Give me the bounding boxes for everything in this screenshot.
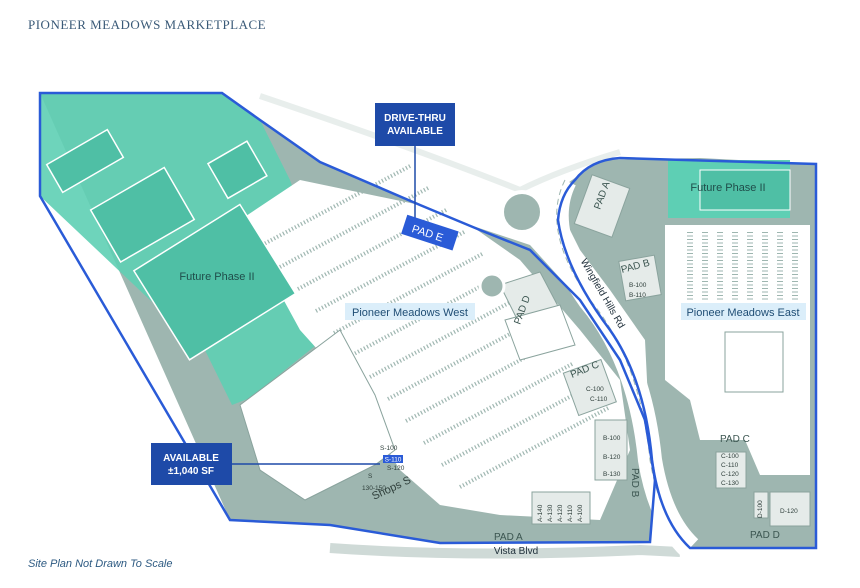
unit-c110: C-110 xyxy=(590,396,608,403)
unit-s110: S-110 xyxy=(385,457,402,464)
roundabout xyxy=(500,190,544,234)
unit-ec130: C-130 xyxy=(721,480,739,487)
available-line2: ±1,040 SF xyxy=(168,466,214,477)
future-phase-east-label: Future Phase II xyxy=(690,182,765,194)
east-area-label: Pioneer Meadows East xyxy=(686,307,799,319)
unit-a100: A-100 xyxy=(577,504,584,522)
unit-b100: B-100 xyxy=(603,435,621,442)
unit-ec100: C-100 xyxy=(721,453,739,460)
west-pad-buildings xyxy=(499,271,628,525)
east-anchor-building xyxy=(724,331,784,393)
west-area-label: Pioneer Meadows West xyxy=(352,307,468,319)
unit-d120: D-120 xyxy=(780,508,798,515)
unit-b120: B-120 xyxy=(603,454,621,461)
unit-b110-north: B-110 xyxy=(629,292,646,299)
east-site-boundary xyxy=(556,156,818,550)
anchor-building xyxy=(239,329,396,501)
unit-s100: S-100 xyxy=(380,445,398,452)
future-phase-west-label: Future Phase II xyxy=(179,271,254,283)
unit-ec110: C-110 xyxy=(721,462,739,469)
pad-b-west-label: PAD B xyxy=(629,468,640,498)
west-parking-field xyxy=(240,180,630,520)
drive-thru-line1: DRIVE-THRU xyxy=(384,113,446,124)
unit-s-short: S xyxy=(368,473,373,480)
east-parking-stalls xyxy=(687,232,798,300)
west-area-label-bg xyxy=(345,303,475,320)
unit-s110-highlight[interactable] xyxy=(383,455,403,463)
west-site-boundary xyxy=(38,91,657,545)
pad-a-south-label: PAD A xyxy=(494,532,523,543)
drive-thru-callout[interactable] xyxy=(375,103,455,146)
east-pad-d-building xyxy=(769,491,811,527)
unit-a120: A-120 xyxy=(557,504,564,522)
unit-c100: C-100 xyxy=(586,386,604,393)
page-title: PIONEER MEADOWS MARKETPLACE xyxy=(28,17,267,32)
vista-blvd-label: Vista Blvd xyxy=(494,546,538,557)
unit-s120: S-120 xyxy=(387,465,405,472)
vista-blvd xyxy=(329,543,681,559)
unit-b130: B-130 xyxy=(603,471,621,478)
scale-note: Site Plan Not Drawn To Scale xyxy=(28,558,173,570)
east-pad-c-building xyxy=(715,451,747,489)
east-pad-b-building xyxy=(618,254,662,302)
available-callout[interactable] xyxy=(151,443,232,485)
east-area-label-bg xyxy=(681,303,806,320)
pad-e-building[interactable] xyxy=(401,214,459,251)
unit-a130: A-130 xyxy=(547,504,554,522)
pad-c-east-label: PAD C xyxy=(720,434,750,445)
unit-b100-north: B-100 xyxy=(629,282,647,289)
pad-d-east-label: PAD D xyxy=(750,530,780,541)
east-pad-a-building xyxy=(573,174,631,238)
west-parking-stalls xyxy=(261,163,611,489)
available-line1: AVAILABLE xyxy=(163,453,219,464)
unit-ec120: C-120 xyxy=(721,471,739,478)
unit-a110: A-110 xyxy=(567,505,574,522)
unit-a140: A-140 xyxy=(537,504,544,522)
unit-d100: D-100 xyxy=(757,500,764,518)
drive-thru-line2: AVAILABLE xyxy=(387,126,443,137)
unit-s-range: 130-150 xyxy=(362,485,386,492)
north-road xyxy=(259,93,621,194)
future-phase-buildings xyxy=(45,128,297,361)
